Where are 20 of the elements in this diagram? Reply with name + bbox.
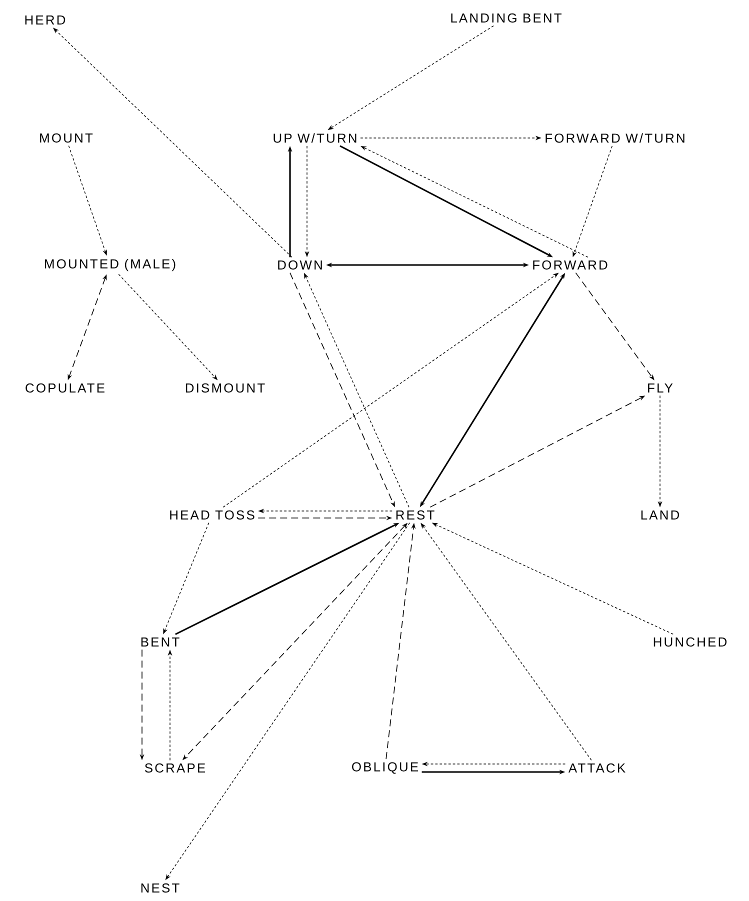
state-label: DOWN: [278, 260, 322, 270]
state-label: HERD: [25, 16, 66, 24]
state-label: MOUNT: [40, 133, 93, 143]
state-label: COPULATE: [26, 383, 104, 393]
state-label: FORWARD: [533, 260, 608, 270]
state-label: FORWARD W/TURN: [546, 133, 684, 143]
state-label: OBLIQUE: [352, 762, 418, 774]
state-label: MOUNTED (MALE): [45, 258, 176, 272]
state-label: UP W/TURN: [274, 133, 356, 143]
state-label: HEAD TOSS: [170, 510, 254, 520]
state-label: FLY: [648, 384, 673, 392]
state-label: HUNCHED: [654, 637, 727, 647]
state-label: ATTACK: [568, 763, 626, 773]
state-label: NEST: [141, 883, 180, 893]
state-label: DISMOUNT: [186, 383, 265, 393]
state-label: LAND: [641, 510, 680, 520]
state-label: REST: [396, 510, 434, 520]
state-label: SCRAPE: [144, 763, 206, 773]
state-label: LANDING BENT: [451, 13, 562, 23]
state-label: BENT: [141, 638, 180, 646]
